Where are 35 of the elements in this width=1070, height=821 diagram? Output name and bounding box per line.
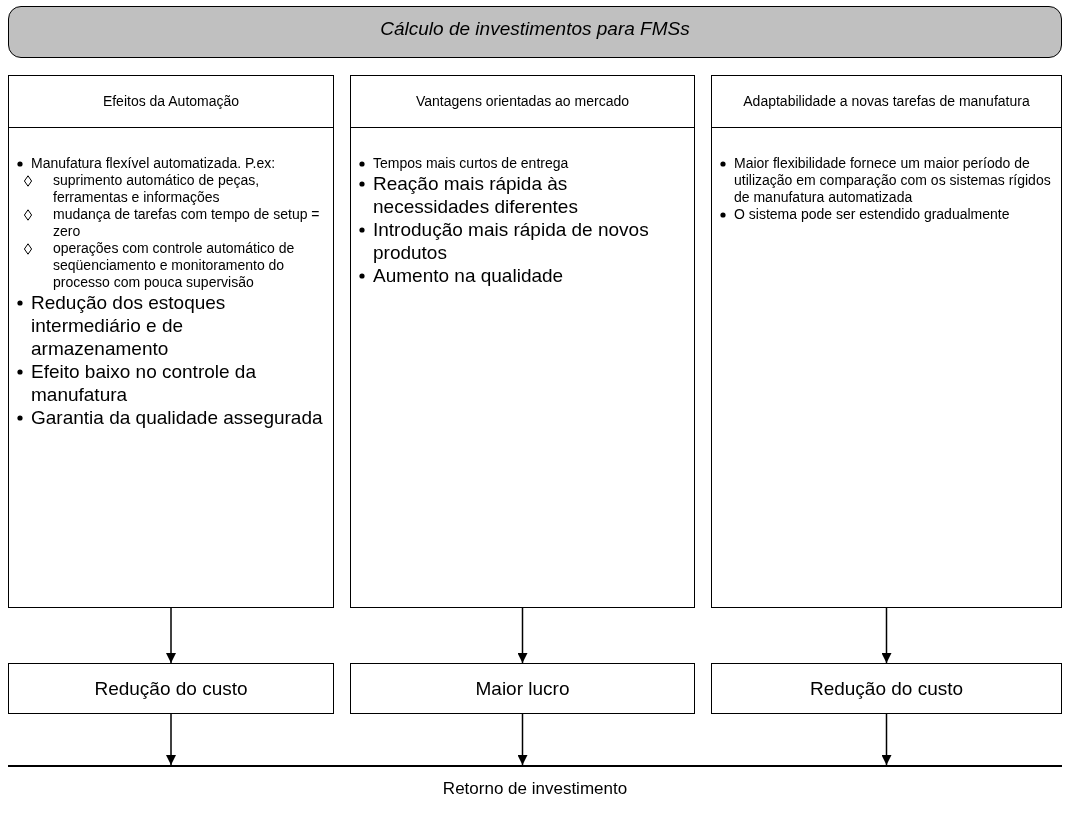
result-text: Redução do custo [94,677,248,700]
bullet-text: Manufatura flexível automatizada. P.ex: [31,155,276,172]
baseline-text: Retorno de investimento [442,779,628,798]
title-band [8,6,1062,58]
bullet-text: Maior flexibilidade fornece um maior período de utilização em comparação com os sistemas rígidos de manufatura automatizada [734,155,1052,206]
header-box [711,75,1062,128]
arrow [881,713,892,766]
arrow [166,607,176,664]
header-box [8,75,334,128]
bullet-text: Reação mais rápida às necessidades diferentes [373,172,579,218]
result-box [350,663,695,714]
content-box [8,127,334,608]
bullet-text: O sistema pode ser estendido gradualmente [734,206,1010,223]
result-box [711,663,1062,714]
bullet-text: Efeito baixo no controle da manufatura [31,360,257,406]
header-text: Adaptabilidade a novas tarefas de manufatura [743,93,1030,110]
arrow [517,607,528,664]
bullet-text: Garantia da qualidade assegurada [31,406,323,429]
header-text: Efeitos da Automação [102,93,240,110]
result-box [8,663,334,714]
arrow [517,713,528,766]
content-box [711,127,1062,608]
bullet-text: Introdução mais rápida de novos produtos [373,218,650,264]
header-text: Vantagens orientadas ao mercado [416,93,629,110]
sub-item-text: operações com controle automático de seqüenciamento e monitoramento do processo com pouca supervisão [53,240,296,291]
bullet-text: Aumento na qualidade [373,264,564,287]
result-text: Maior lucro [475,677,570,700]
bullet-text: Redução dos estoques intermediário e de armazenamento [31,291,227,360]
result-text: Redução do custo [809,677,964,700]
arrow [881,607,892,664]
bullet-text: Tempos mais curtos de entrega [373,155,569,172]
header-box [350,75,695,128]
arrow [166,713,176,766]
content-box [350,127,695,608]
title-text: Cálculo de investimentos para FMSs [379,18,691,40]
